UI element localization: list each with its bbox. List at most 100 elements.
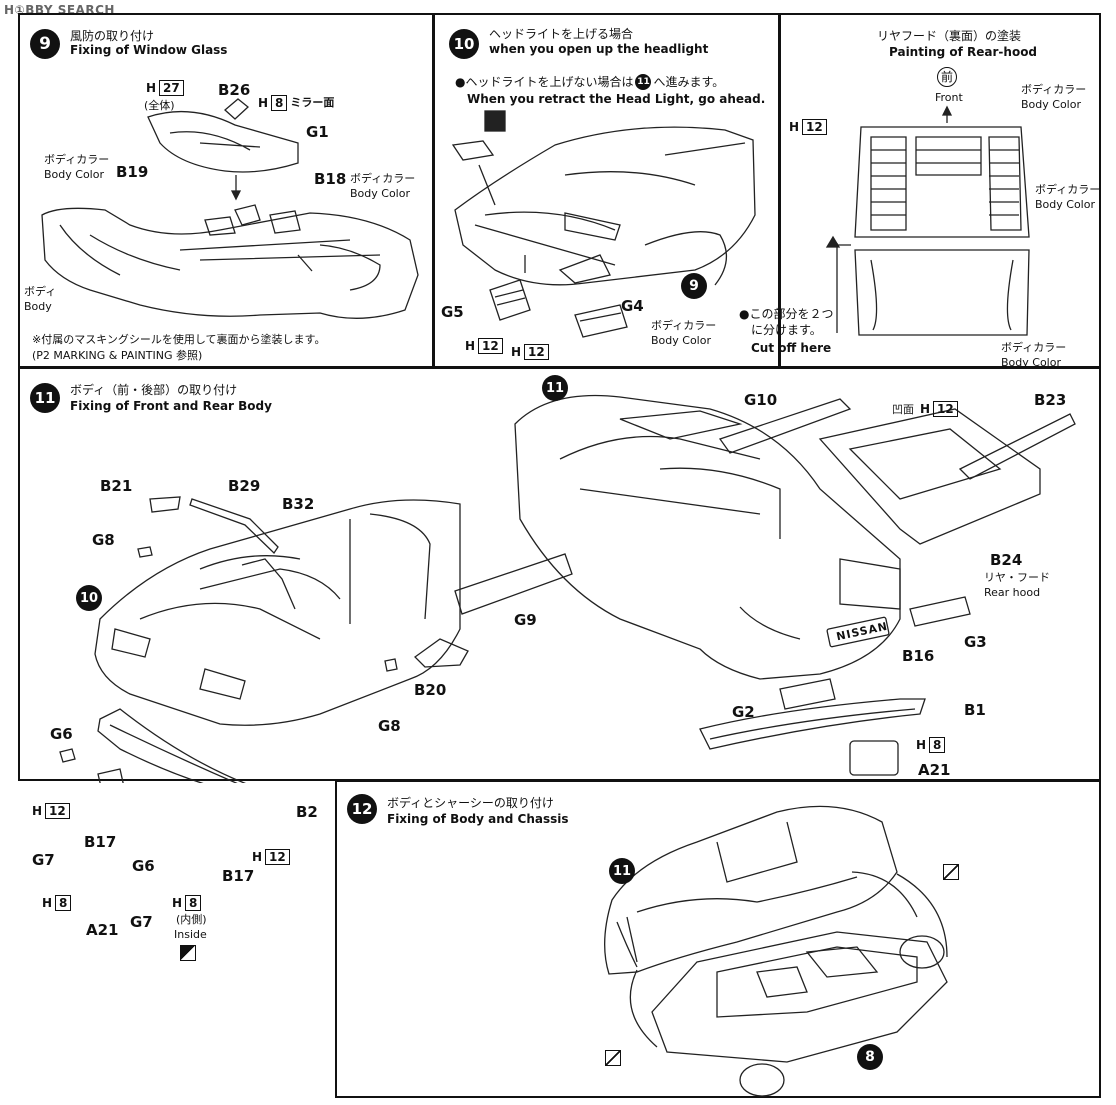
- g4-body-color-en: Body Color: [651, 334, 711, 347]
- part-b26: B26: [218, 81, 251, 99]
- inside-jp: (内側): [176, 913, 207, 926]
- rh-body-color-jp-1: ボディカラー: [1021, 83, 1087, 96]
- part-a21-right: A21: [918, 761, 951, 779]
- rear-hood-title-en: Painting of Rear-hood: [889, 45, 1038, 59]
- cement-icon: [484, 110, 506, 132]
- chassis: [651, 931, 948, 1063]
- cut-note-jp-2: に分けます。: [751, 323, 822, 337]
- b24-en: Rear hood: [984, 586, 1041, 599]
- step-12-badge: 12: [347, 794, 377, 824]
- b19-body-color-jp: ボディカラー: [44, 153, 110, 166]
- step-10-title-jp: ヘッドライトを上げる場合: [489, 27, 634, 41]
- step-11-title-en: Fixing of Front and Rear Body: [70, 399, 272, 413]
- rear-bumper: [699, 698, 926, 750]
- rear-hood-title-jp: リヤフード（裏面）の塗装: [877, 29, 1022, 43]
- headlight-diagram: [451, 110, 756, 338]
- car-front: [454, 126, 756, 286]
- body-label-jp: ボディ: [24, 285, 57, 298]
- body-chassis-diagram: [604, 805, 948, 1097]
- front-body: [94, 499, 461, 726]
- g4-part: [574, 304, 628, 338]
- part-b17-right: B17: [222, 867, 255, 885]
- part-b18: B18: [314, 170, 347, 188]
- step-11-ref-badge: 11: [635, 73, 652, 90]
- part-a21-left: A21: [86, 921, 119, 939]
- rear-body: [514, 394, 901, 680]
- g5-part: [489, 279, 531, 321]
- panel-step-10: 10 ヘッドライトを上げる場合 when you open up the hea…: [433, 13, 780, 368]
- front-jp: 前: [937, 67, 957, 87]
- window-glass-diagram: [41, 98, 419, 319]
- masking-note: ※付属のマスキングシールを使用して裏面から塗装します。: [32, 333, 326, 346]
- g9-part: [454, 553, 573, 615]
- g4-body-color-jp: ボディカラー: [651, 319, 717, 332]
- rh-body-color-en-2: Body Color: [1035, 198, 1095, 211]
- panel-step-12: 12 ボディとシャーシーの取り付け Fixing of Body and Cha…: [335, 780, 1101, 1098]
- glue-icon-bottom: [605, 1050, 621, 1066]
- g10-spoiler: [718, 398, 852, 454]
- part-b16: B16: [902, 647, 935, 665]
- step-12-title-jp: ボディとシャーシーの取り付け: [387, 796, 554, 810]
- part-g4: G4: [621, 297, 644, 315]
- rear-hood-b24: [818, 408, 1041, 545]
- concave-jp: 凹面: [892, 403, 914, 416]
- window-glass-part: [147, 110, 299, 173]
- body-assembly-diagram: [59, 394, 1076, 783]
- cut-note-jp-1: ●この部分を２つ: [739, 307, 834, 321]
- part-b32: B32: [282, 495, 315, 513]
- part-g10: G10: [744, 391, 778, 409]
- b19-body-color-en: Body Color: [44, 168, 104, 181]
- part-g5: G5: [441, 303, 464, 321]
- b18-body-color-jp: ボディカラー: [350, 172, 416, 185]
- rh-body-color-jp-2: ボディカラー: [1035, 183, 1101, 196]
- panel-step-11: 11 ボディ（前・後部）の取り付け Fixing of Front and Re…: [18, 367, 1101, 961]
- front-bumper: [97, 708, 247, 783]
- part-b23: B23: [1034, 391, 1067, 409]
- chassis-ref-badge: 8: [857, 1044, 883, 1070]
- inside-en: Inside: [174, 928, 207, 941]
- step-9-title-en: Fixing of Window Glass: [70, 43, 228, 57]
- part-b20: B20: [414, 681, 447, 699]
- front-en: Front: [935, 91, 963, 104]
- b18-body-color-en: Body Color: [350, 187, 410, 200]
- rear-hood-top: [854, 126, 1030, 238]
- part-b29: B29: [228, 477, 261, 495]
- step-10-badge: 10: [449, 29, 479, 59]
- rh-body-color-jp-3: ボディカラー: [1001, 341, 1067, 354]
- step-10-title-en: when you open up the headlight: [489, 42, 709, 56]
- h27-note: (全体): [144, 99, 175, 112]
- part-g9: G9: [514, 611, 537, 629]
- rear-hood-diagram: [825, 105, 1030, 336]
- rh-body-color-en-3: Body Color: [1001, 356, 1061, 369]
- b24-jp: リヤ・フード: [984, 571, 1050, 584]
- part-g8-top: G8: [92, 531, 115, 549]
- go-ahead-note-en: When you retract the Head Light, go ahea…: [467, 92, 766, 106]
- body-ref-badge: 11: [609, 858, 635, 884]
- part-g3: G3: [964, 633, 987, 651]
- part-b24: B24: [990, 551, 1023, 569]
- step-9-ref-badge: 9: [681, 273, 707, 299]
- glue-icon-top: [943, 864, 959, 880]
- rear-hood-bottom: [854, 249, 1030, 336]
- part-b19: B19: [116, 163, 149, 181]
- apply-paint-icon: [180, 945, 196, 961]
- a21-right: [849, 740, 899, 776]
- part-b2: B2: [296, 803, 318, 821]
- part-g1: G1: [306, 123, 329, 141]
- step-9-title-jp: 風防の取り付け: [70, 29, 155, 43]
- part-g7-left: G7: [32, 851, 55, 869]
- rh-body-color-en-1: Body Color: [1021, 98, 1081, 111]
- part-g2: G2: [732, 703, 755, 721]
- cut-note-en: Cut off here: [751, 341, 832, 355]
- step-11-ref-badge: 11: [542, 375, 568, 401]
- part-g8-bottom: G8: [378, 717, 401, 735]
- step-9-badge: 9: [30, 29, 60, 59]
- part-g6-left: G6: [50, 725, 73, 743]
